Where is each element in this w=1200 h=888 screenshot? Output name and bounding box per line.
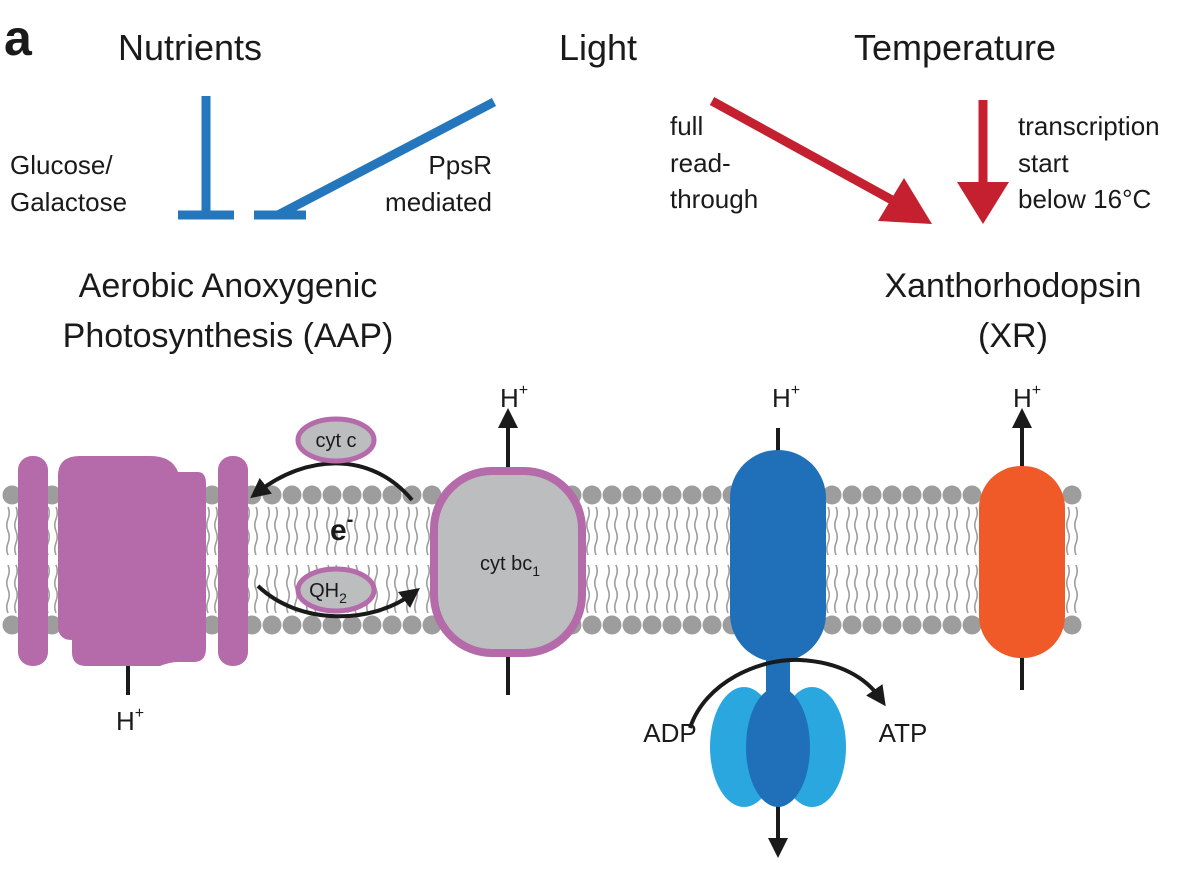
adp-label: ADP bbox=[643, 718, 696, 748]
readthrough-label-line-1: full bbox=[670, 111, 703, 141]
glucose-label-line-2: Galactose bbox=[10, 187, 127, 217]
svg-text:cyt c: cyt c bbox=[315, 430, 356, 452]
xanthorhodopsin-pump bbox=[979, 408, 1065, 690]
temperature-activation-arrow bbox=[957, 100, 1009, 224]
atp-label: ATP bbox=[879, 718, 928, 748]
readthrough-label-line-2: read- bbox=[670, 148, 731, 178]
temperature-label-line-1: transcription bbox=[1018, 111, 1160, 141]
aap-title-line-1: Aerobic Anoxygenic bbox=[79, 267, 378, 305]
aap-reaction-center bbox=[18, 456, 248, 695]
temperature-label-line-2: start bbox=[1018, 148, 1069, 178]
glucose-label-line-1: Glucose/ bbox=[10, 150, 113, 180]
temperature-label-line-3: below 16°C bbox=[1018, 184, 1151, 214]
xr-proton-label: H+ bbox=[1013, 382, 1041, 413]
light-header: Light bbox=[559, 27, 637, 68]
ppsr-inhibition-arrow bbox=[254, 98, 497, 220]
aap-title-line-2: Photosynthesis (AAP) bbox=[63, 317, 394, 355]
atp-synthase-proton-label: H+ bbox=[772, 382, 800, 413]
electron-label: e- bbox=[330, 509, 353, 547]
readthrough-activation-arrow bbox=[709, 97, 932, 224]
svg-text:cyt bc1: cyt bc1 bbox=[480, 553, 540, 579]
aap-proton-label: H+ bbox=[116, 705, 144, 736]
ppsr-label-line-1: PpsR bbox=[428, 150, 492, 180]
cyt-c-carrier: cyt c bbox=[295, 416, 377, 464]
ppsr-label-line-2: mediated bbox=[385, 187, 492, 217]
svg-text:QH2: QH2 bbox=[309, 580, 347, 606]
glucose-inhibition-arrow bbox=[178, 96, 234, 220]
temperature-header: Temperature bbox=[854, 27, 1056, 68]
atp-synthase bbox=[688, 428, 886, 858]
panel-label: a bbox=[4, 10, 33, 66]
cytbc-proton-label: H+ bbox=[500, 382, 528, 413]
qh2-carrier: QH2 bbox=[295, 566, 377, 614]
nutrients-header: Nutrients bbox=[118, 27, 262, 68]
xr-title-line-1: Xanthorhodopsin bbox=[884, 267, 1141, 305]
cyt-bc1-complex: cyt bc1 bbox=[430, 408, 586, 695]
readthrough-label-line-3: through bbox=[670, 184, 758, 214]
xr-title-line-2: (XR) bbox=[978, 317, 1048, 355]
